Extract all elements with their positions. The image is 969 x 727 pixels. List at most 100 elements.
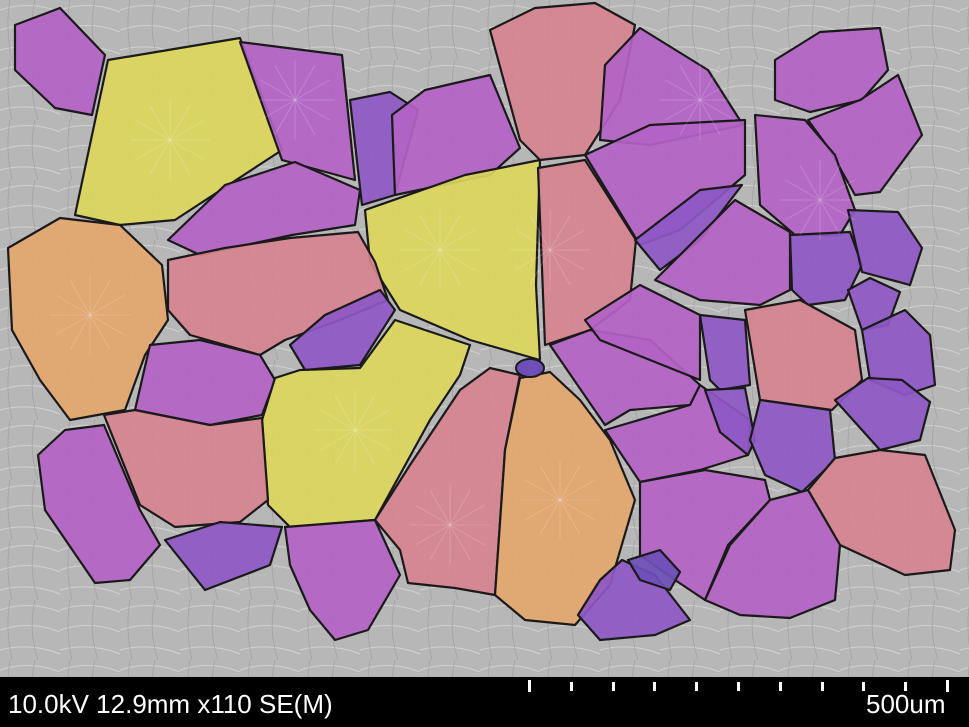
grain-violet [576,558,692,642]
spherulite-texture [665,79,701,101]
spherulite-texture [559,499,595,521]
spherulite-texture [294,65,316,101]
spherulite-texture [320,409,356,431]
spherulite-texture [419,215,441,251]
spherulite-texture [559,479,595,501]
grain-salmon [102,408,270,529]
spherulite-texture [549,249,571,285]
spherulite-texture [699,79,735,101]
grain-violet [703,386,757,457]
spherulite-texture [429,524,451,560]
spherulite-texture [549,215,571,251]
spherulite-texture [169,105,191,141]
spherulite-texture [449,524,471,560]
spherulite-texture [785,179,821,201]
grain-magenta [238,40,357,182]
spherulite-texture [69,280,91,316]
grain-magenta [703,488,842,620]
spherulite-texture [169,119,205,141]
spherulite-texture [549,249,585,271]
spherulite-texture [415,524,451,546]
spherulite-texture [354,395,376,431]
spherulite-texture [559,465,581,501]
scale-tick [737,682,740,691]
spherulite-texture [819,199,841,235]
spherulite-texture [785,199,821,221]
spherulite-texture [89,280,111,316]
spherulite-texture [525,479,561,501]
spherulite-texture [55,314,91,336]
spherulite-texture [135,139,171,161]
spherulite-texture [334,395,356,431]
grain-orange [6,216,170,422]
spherulite-texture [819,179,855,201]
spherulite-texture [819,165,841,201]
acquisition-parameters: 10.0kV 12.9mm x110 SE(M) [8,689,333,719]
spherulite-texture [439,229,475,251]
spherulite-texture [439,249,475,271]
grain-blue_violet [626,548,682,592]
grain-magenta [283,518,402,642]
scale-tick [946,680,949,692]
grain-magenta [390,73,522,197]
spherulite-texture [419,249,441,285]
scale-tick [528,680,531,692]
scale-tick [569,682,573,691]
grain-magenta [13,6,107,117]
spherulite-texture [169,139,205,161]
scale-tick [611,682,615,691]
spherulite-texture [449,524,485,546]
spherulite-texture [539,465,561,501]
spherulite-texture [679,65,701,101]
spherulite-texture [439,249,461,285]
grain-magenta [653,198,792,307]
data-bar [0,677,969,727]
spherulite-texture [274,65,296,101]
grain-magenta [773,26,890,114]
spherulite-texture [515,249,551,271]
spherulite-texture [169,139,191,175]
scale-tick [820,682,824,691]
spherulite-texture [539,499,561,535]
grain-violet [846,208,924,287]
scale-bar-label: 500um [866,689,946,719]
spherulite-texture [699,99,735,121]
spherulite-texture [679,99,701,135]
grain-salmon [806,448,957,577]
spherulite-texture [699,65,721,101]
scale-tick [653,682,657,691]
spherulite-texture [294,79,330,101]
spherulite-texture [799,165,821,201]
spherulite-texture [334,429,356,465]
spherulite-texture [529,215,551,251]
spherulite-texture [354,429,390,451]
spherulite-texture [549,229,585,251]
spherulite-texture [529,249,551,285]
spherulite-texture [260,99,296,121]
spherulite-texture [405,229,441,251]
grain-magenta [36,423,162,585]
grain-violet [846,276,902,332]
grain-magenta [753,113,857,237]
spherulite-texture [415,504,451,526]
spherulite-texture [149,105,171,141]
spherulite-texture [274,99,296,135]
spherulite-texture [515,229,551,251]
spherulite-texture [89,294,125,316]
grain-junction [515,358,545,378]
spherulite-texture [294,99,316,135]
scale-tick [862,682,866,691]
spherulite-texture [55,294,91,316]
spherulite-texture [559,499,581,535]
spherulite-texture [405,249,441,271]
spherulite-texture [665,99,701,121]
spherulite-texture [89,314,111,350]
spherulite-texture [354,429,376,465]
spherulite-texture [69,314,91,350]
grain-yellow [260,318,472,529]
spherulite-texture [525,499,561,521]
grain-magenta [133,338,277,427]
grain-violet [788,230,864,307]
